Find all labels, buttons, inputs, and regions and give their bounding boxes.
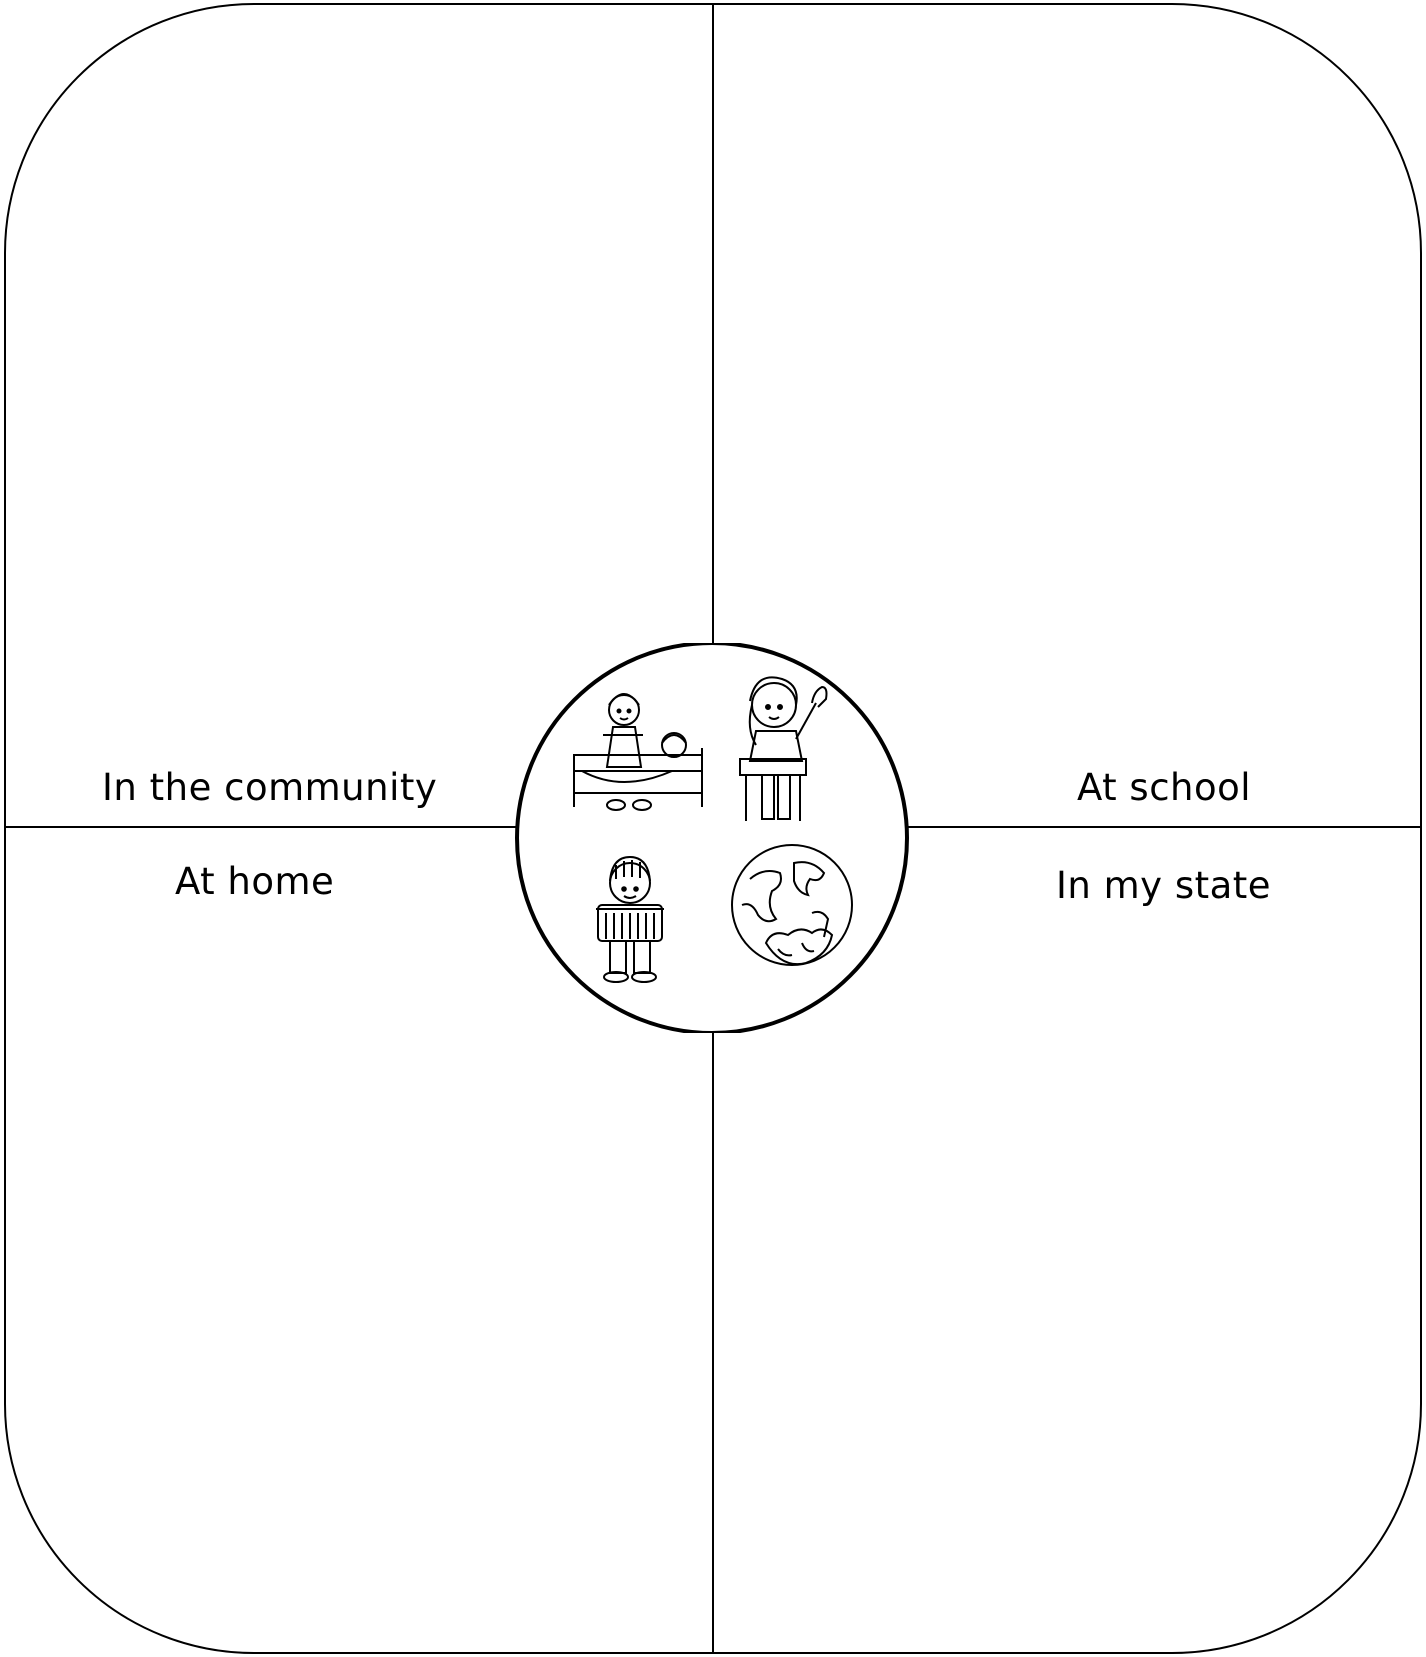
center-circle: [512, 643, 912, 1033]
quadrant-label-home: At home: [175, 860, 335, 903]
hands-holding-globe-icon: [731, 844, 853, 966]
quadrant-label-community: In the community: [102, 766, 438, 809]
child-carrying-laundry-basket-icon: [596, 855, 664, 983]
quadrant-label-school: At school: [1077, 766, 1252, 809]
nurse-caring-for-patient-icon: [573, 693, 703, 811]
student-raising-hand-icon: [739, 676, 828, 821]
quadrant-label-state: In my state: [1056, 864, 1272, 907]
